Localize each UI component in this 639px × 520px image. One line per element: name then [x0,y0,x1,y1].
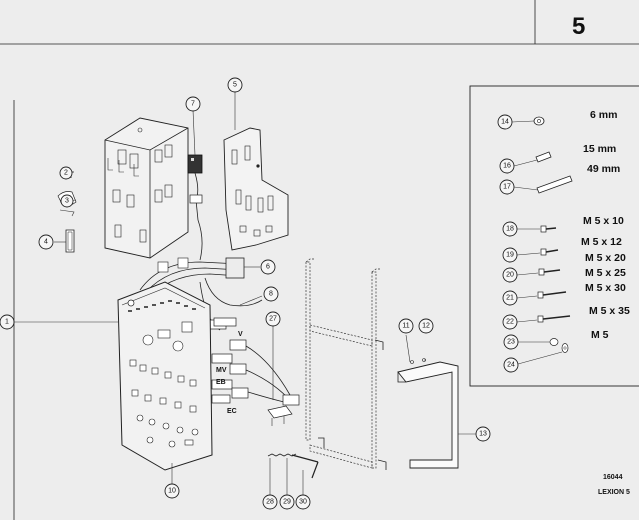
callout-7: 7 [185,96,201,112]
callout-number: 29 [283,499,291,506]
size-m5x30: M 5 x 30 [585,282,626,294]
callout-number: 20 [506,272,514,279]
callout-23: 23 [503,334,519,350]
callout-number: 5 [233,82,237,89]
spring-and-rod [267,453,319,479]
callout-29: 29 [279,494,295,510]
callout-number: 7 [191,101,195,108]
size-15mm: 15 mm [583,143,616,155]
control-board-5 [223,127,289,251]
callout-19: 19 [502,247,518,263]
page-number: 5 [572,13,585,40]
callout-number: 2 [64,170,68,177]
callout-2: 2 [59,166,73,180]
callout-number: 8 [269,291,273,298]
callout-number: 14 [501,119,509,126]
size-m5x10: M 5 x 10 [583,215,624,227]
callout-27: 27 [265,311,281,327]
callout-24: 24 [503,357,519,373]
callout-10: 10 [164,483,180,499]
callout-21: 21 [502,290,518,306]
callout-number: 1 [5,319,9,326]
hardware-sizes: 6 mm 15 mm 49 mm M 5 x 10 M 5 x 12 M 5 x… [581,109,630,341]
callout-16: 16 [499,158,515,174]
relay-part [187,154,203,261]
main-board-10 [117,281,213,471]
hardware-drawings [511,116,573,365]
callout-13: 13 [475,426,491,442]
callout-number: 3 [65,198,69,205]
callout-1: 1 [0,314,15,330]
callout-number: 21 [506,295,514,302]
callout-11: 11 [398,318,414,334]
callout-number: 6 [266,264,270,271]
callout-3: 3 [60,194,74,208]
footer-ref-code: 16044 [603,474,623,481]
size-m5x35: M 5 x 35 [589,305,630,317]
callout-number: 27 [269,316,277,323]
callout-28: 28 [262,494,278,510]
size-6mm: 6 mm [590,109,617,121]
callout-22: 22 [502,314,518,330]
small-parts-left [54,171,77,253]
callout-number: 11 [402,323,409,330]
callout-number: 24 [507,362,515,369]
callout-number: 28 [266,499,274,506]
callout-number: 13 [479,431,487,438]
size-m5x25: M 5 x 25 [585,267,626,279]
callout-18: 18 [502,221,518,237]
size-m5: M 5 [591,329,609,341]
callout-number: 19 [506,252,514,259]
callout-20: 20 [502,267,518,283]
callout-number: 4 [44,239,48,246]
callout-number: 16 [503,163,511,170]
size-m5x12: M 5 x 12 [581,236,622,248]
connector-label-ec: EC [227,408,237,415]
bracket-13 [397,358,459,469]
callout-number: 30 [299,499,307,506]
size-49mm: 49 mm [587,163,620,175]
size-m5x20: M 5 x 20 [585,252,626,264]
callout-12: 12 [418,318,434,334]
callout-bubbles: 1 2 3 4 5 6 7 8 10 11 12 13 14 16 17 18 … [0,77,519,510]
connector-label-eb: EB [216,379,226,386]
connector-label-mv: MV [216,367,227,374]
callout-5: 5 [227,77,243,93]
callout-4: 4 [38,234,54,250]
callout-8: 8 [263,286,279,302]
rail-frame [305,258,387,470]
callout-number: 10 [168,488,176,495]
connectors [211,317,300,426]
mounting-frame [104,117,189,259]
callout-number: 22 [506,319,514,326]
footer-model: LEXION 5 [598,489,630,496]
hardware-list-box [469,85,639,387]
callout-number: 23 [507,339,515,346]
callout-number: 17 [503,184,511,191]
callout-6: 6 [260,259,276,275]
callout-number: 18 [506,226,514,233]
connector-label-v: V [238,331,243,338]
callout-14: 14 [497,114,513,130]
callout-number: 12 [422,323,430,330]
callout-17: 17 [499,179,515,195]
callout-30: 30 [295,494,311,510]
